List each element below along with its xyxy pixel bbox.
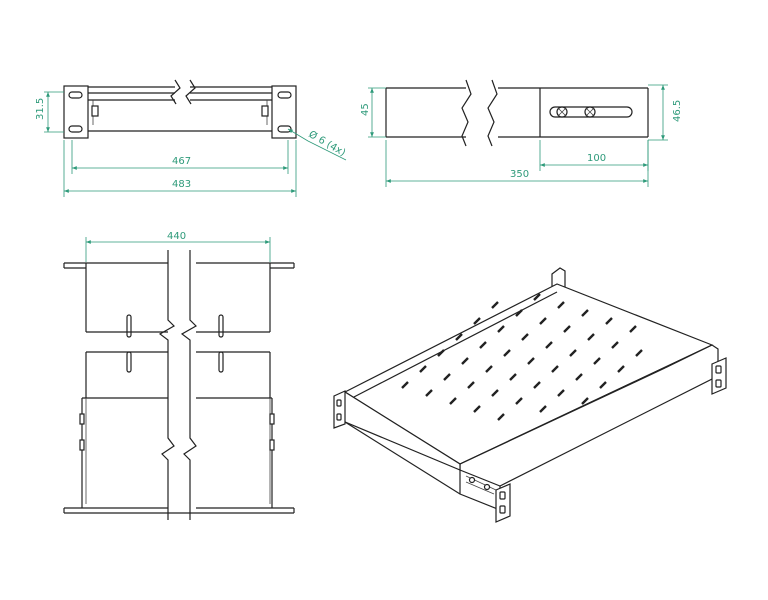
iso-screw [483,483,491,491]
break-line [158,250,175,520]
front-view [63,79,297,139]
ventilation-slot [126,314,132,338]
top-flange-left [63,262,86,269]
break-line [461,79,472,147]
dim-side-height-right-label: 46.5 [672,100,683,122]
iso-vent-slots [401,293,643,421]
side-view [385,79,649,147]
ventilation-slot [126,351,132,373]
dim-height-label: 31.5 [35,98,46,120]
front-ear-left [63,85,89,139]
dim-top-width-label: 440 [167,231,186,242]
slide-bolt [261,105,269,117]
isometric-view [333,267,727,523]
iso-ear-front-right [495,483,511,523]
top-flange-right [270,262,295,269]
slide-bolt [91,105,99,117]
ventilation-slot [218,351,224,373]
ventilation-slot [218,314,224,338]
top-rear-flange [63,507,295,514]
iso-ear-rear-right [711,357,727,395]
dim-depth-label: 350 [510,169,529,180]
top-dimensions: 440 [85,231,271,262]
break-line [170,79,181,105]
side-dimensions: 45 46.5 100 350 [360,84,683,187]
dim-slide-label: 100 [587,153,606,164]
break-line [180,250,197,520]
front-ear-right [271,85,297,139]
mounting-hole [277,91,292,99]
top-view [63,250,295,520]
mounting-hole [68,125,83,133]
break-line [185,79,196,105]
iso-ear-front-left [333,390,346,429]
mounting-hole [68,91,83,99]
dim-side-height-label: 45 [360,103,371,116]
dim-overall-width-label: 483 [172,179,191,190]
iso-screw [468,476,476,484]
break-line [487,79,498,147]
dim-hole-spacing-label: 467 [172,156,191,167]
